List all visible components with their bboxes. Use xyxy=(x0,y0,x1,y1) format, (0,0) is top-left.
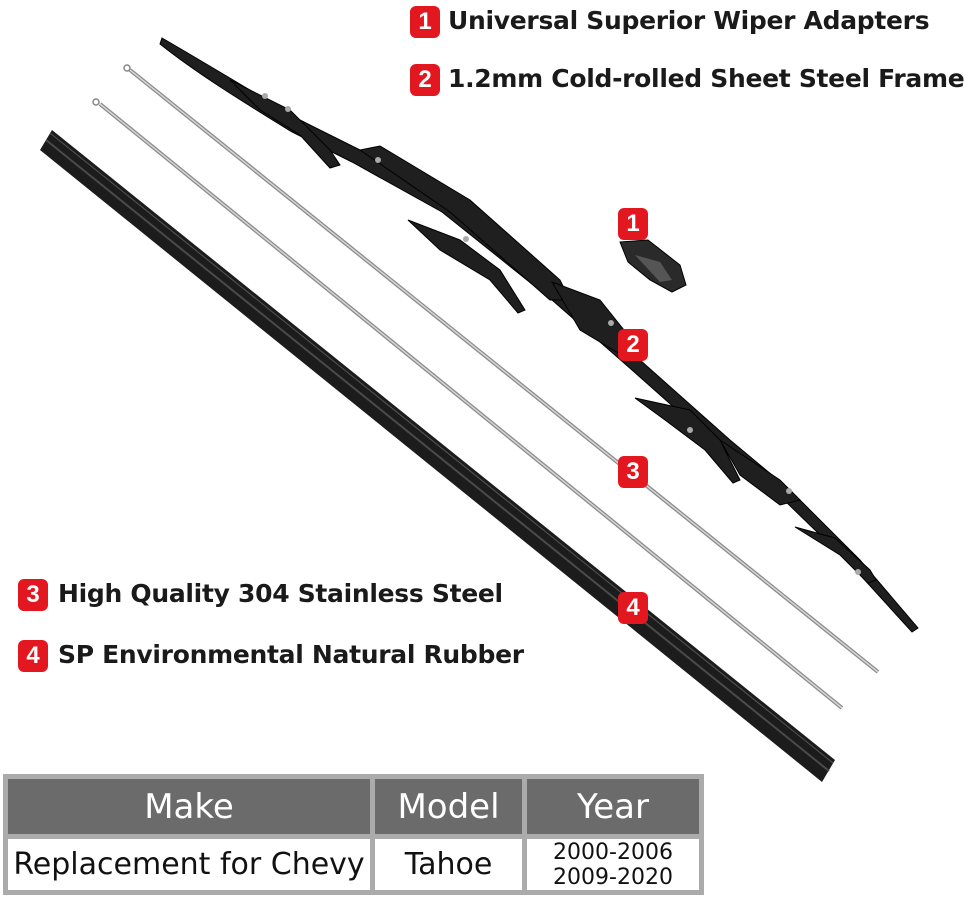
feature-4-badge: 4 xyxy=(18,640,48,672)
feature-3-badge: 3 xyxy=(18,579,48,611)
header-year: Year xyxy=(527,779,699,834)
callout-4-badge: 4 xyxy=(618,592,648,624)
feature-4-text: SP Environmental Natural Rubber xyxy=(58,640,524,669)
callout-3-badge: 3 xyxy=(618,456,648,488)
feature-1-badge: 1 xyxy=(410,6,440,38)
feature-2-text: 1.2mm Cold-rolled Sheet Steel Frame xyxy=(448,64,964,93)
steel-strip xyxy=(92,64,880,710)
header-model: Model xyxy=(375,779,522,834)
feature-3-text: High Quality 304 Stainless Steel xyxy=(58,579,503,608)
year-range-2: 2009-2020 xyxy=(553,864,673,890)
wiper-adapter xyxy=(619,239,687,293)
cell-year: 2000-2006 2009-2020 xyxy=(527,839,699,890)
header-make: Make xyxy=(8,779,370,834)
feature-1-text: Universal Superior Wiper Adapters xyxy=(448,6,930,35)
feature-2-badge: 2 xyxy=(410,64,440,96)
year-range-1: 2000-2006 xyxy=(553,839,673,865)
callout-1-badge: 1 xyxy=(618,208,648,240)
wiper-blade-illustration xyxy=(40,37,919,782)
cell-make: Replacement for Chevy xyxy=(8,839,370,890)
spec-table: Make Model Year Replacement for Chevy Ta… xyxy=(3,774,704,895)
callout-2-badge: 2 xyxy=(618,329,648,361)
cell-model: Tahoe xyxy=(375,839,522,890)
